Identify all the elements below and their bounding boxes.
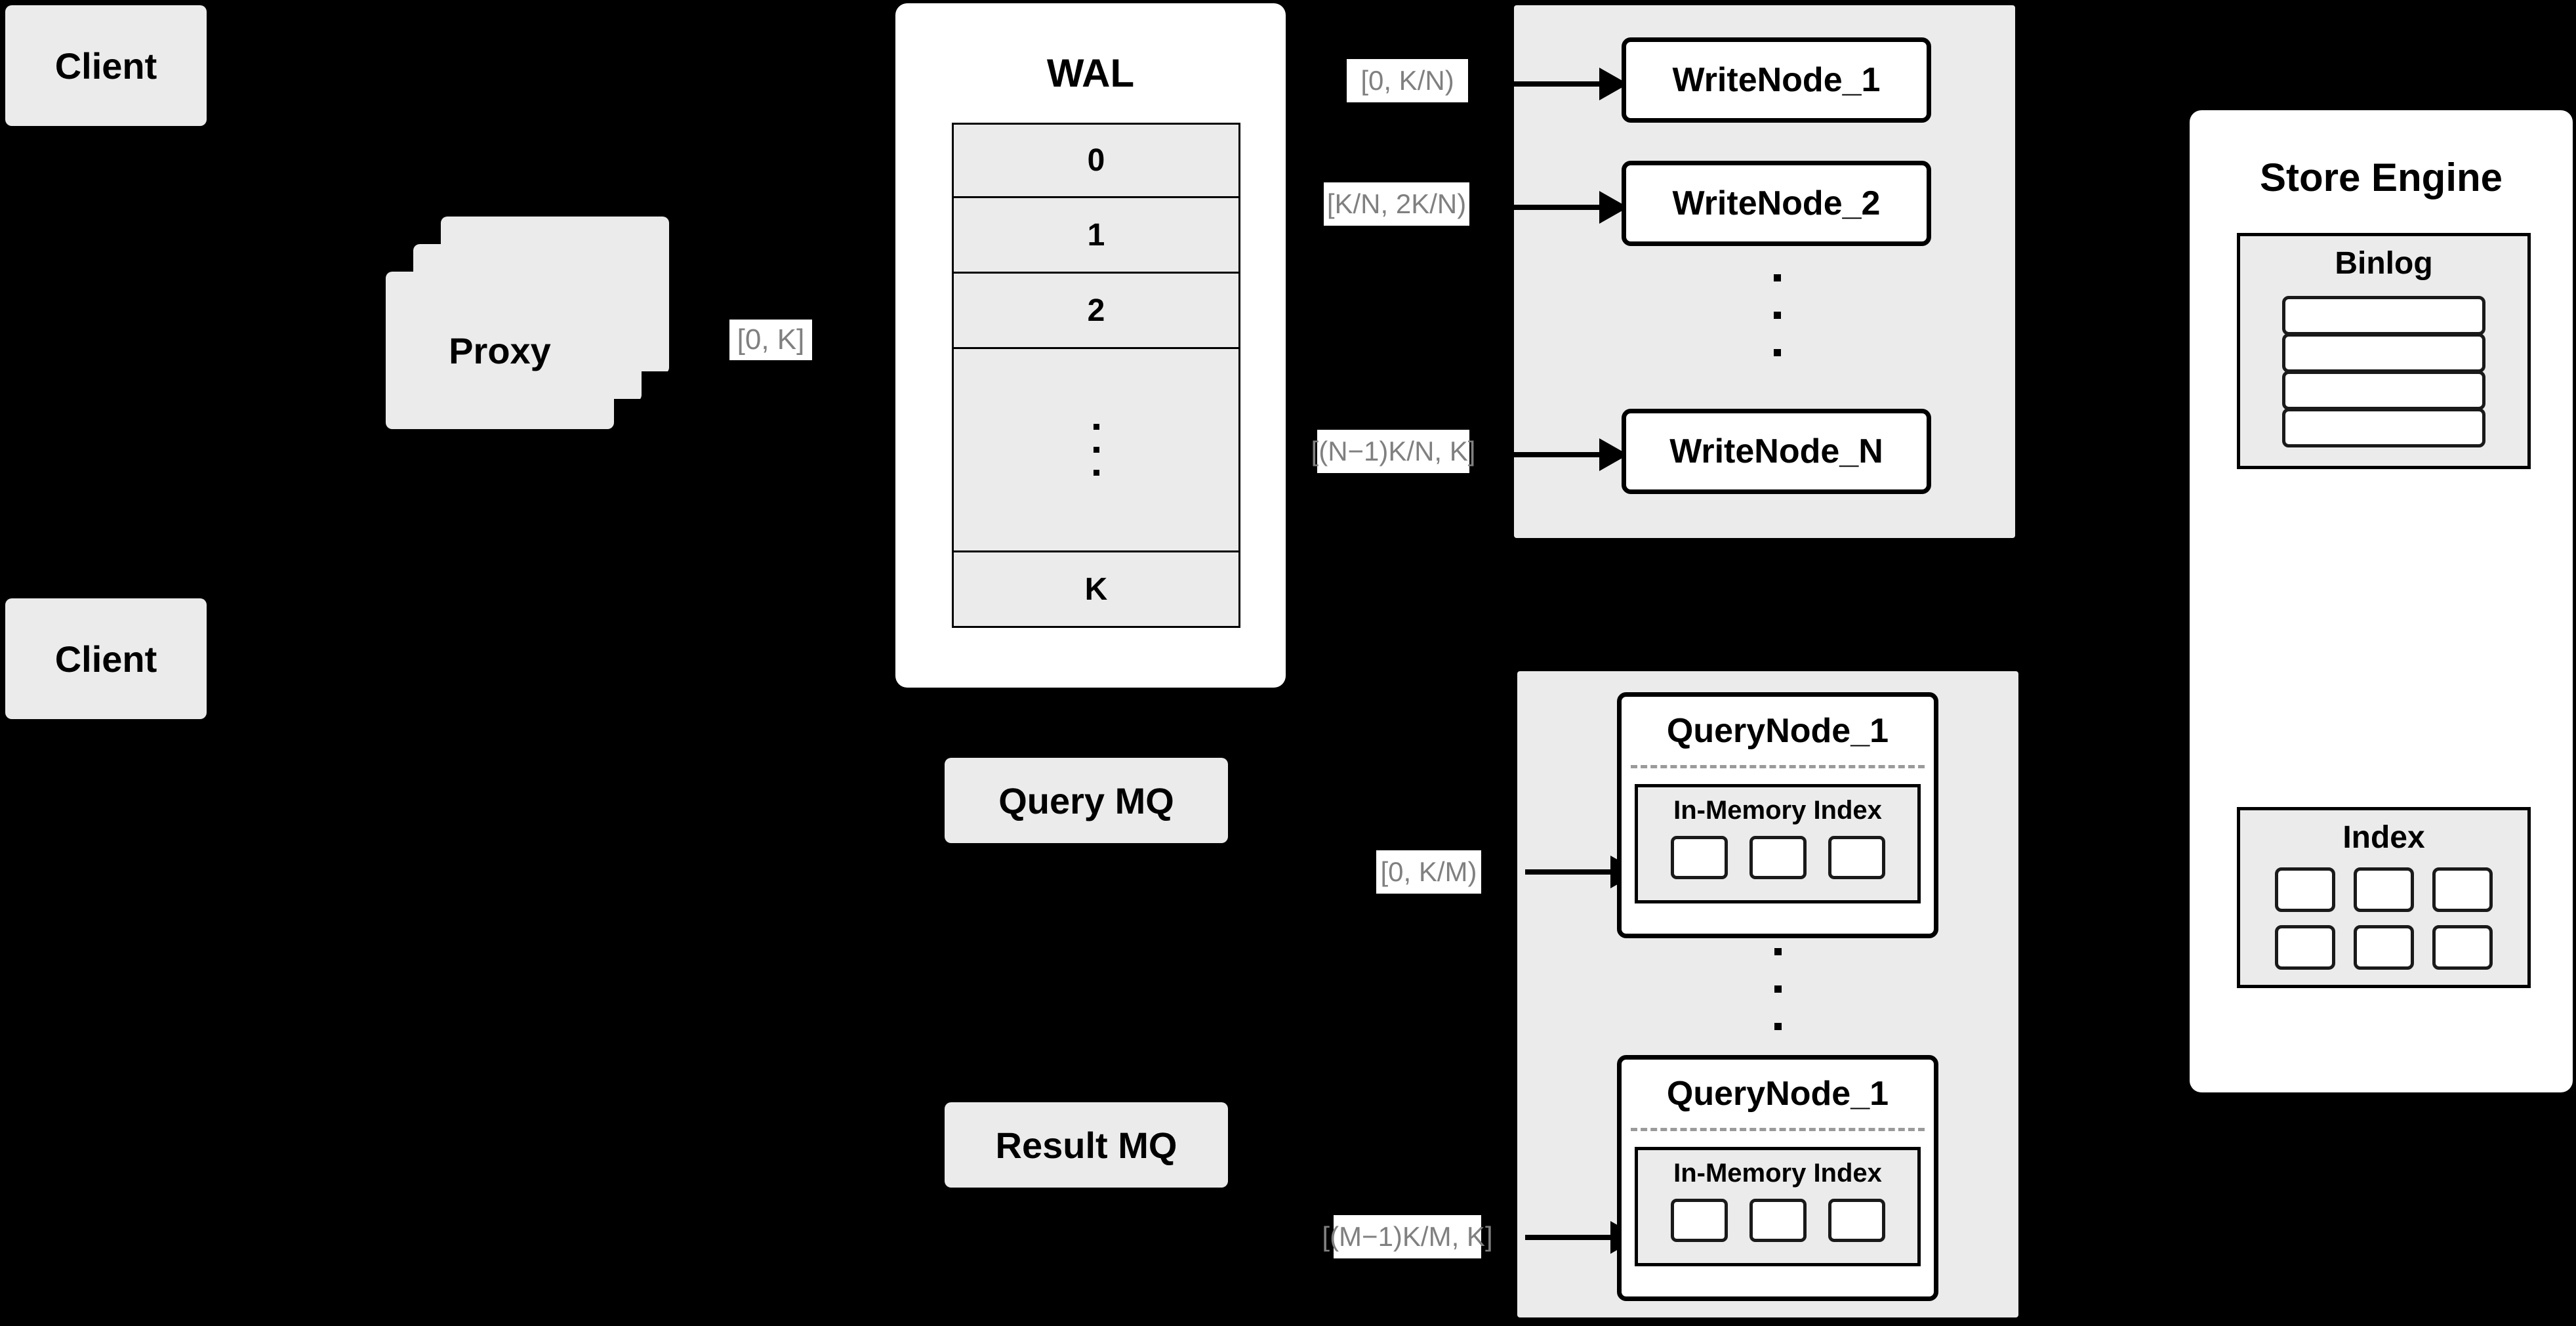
binlog-title: Binlog bbox=[2335, 246, 2433, 281]
store-index-title: Index bbox=[2342, 820, 2425, 855]
wal-cell-0-label: 0 bbox=[1087, 143, 1105, 178]
store-index-slot bbox=[2275, 925, 2335, 970]
proxy-label: Proxy bbox=[449, 329, 551, 371]
query-mq-label: Query MQ bbox=[998, 779, 1174, 821]
arrow-to-query-node-m bbox=[1525, 1235, 1617, 1240]
client-box-1: Client bbox=[5, 5, 207, 126]
query-node-1-box: QueryNode_1 In-Memory Index bbox=[1617, 692, 1938, 938]
client-label-2: Client bbox=[54, 638, 157, 680]
wal-cell-k: K bbox=[952, 552, 1240, 628]
write-cluster-ellipsis-icon bbox=[1772, 274, 1782, 356]
client-label-1: Client bbox=[54, 45, 157, 87]
query-node-m-label: QueryNode_1 bbox=[1666, 1075, 1889, 1113]
query-node-m-range-label: [(M−1)K/M, K] bbox=[1322, 1215, 1493, 1258]
wal-vertical-ellipsis-icon bbox=[1093, 424, 1099, 476]
index-slot bbox=[1749, 836, 1807, 879]
wal-cell-k-label: K bbox=[1084, 571, 1108, 607]
query-node-m-box: QueryNode_1 In-Memory Index bbox=[1617, 1055, 1938, 1301]
binlog-box: Binlog bbox=[2237, 233, 2531, 469]
store-index-slot bbox=[2275, 867, 2335, 912]
result-mq-box: Result MQ bbox=[945, 1102, 1228, 1188]
query-node-1-range-label: [0, K/M) bbox=[1376, 850, 1481, 894]
write-node-n-range-label: [(N−1)K/N, K] bbox=[1311, 430, 1475, 473]
query-node-m-inmemory-index: In-Memory Index bbox=[1635, 1147, 1921, 1266]
wal-cell-1: 1 bbox=[952, 198, 1240, 274]
store-engine-title: Store Engine bbox=[2259, 155, 2503, 199]
store-index-box: Index bbox=[2237, 807, 2531, 988]
write-node-n-label: WriteNode_N bbox=[1669, 432, 1883, 470]
binlog-bar bbox=[2282, 371, 2485, 410]
wal-cell-2-label: 2 bbox=[1087, 293, 1105, 328]
arrow-to-binlog-line bbox=[2165, 384, 2209, 388]
wal-cell-0: 0 bbox=[952, 123, 1240, 198]
query-node-1-label: QueryNode_1 bbox=[1666, 712, 1889, 750]
client-box-2: Client bbox=[5, 598, 207, 719]
query-node-m-range-text: [(M−1)K/M, K] bbox=[1322, 1221, 1493, 1252]
wal-cell-2: 2 bbox=[952, 274, 1240, 349]
write-node-2-box: WriteNode_2 bbox=[1622, 161, 1931, 246]
index-slot bbox=[1670, 1199, 1728, 1242]
write-node-1-range-label: [0, K/N) bbox=[1347, 59, 1468, 102]
proxy-range-label: [0, K] bbox=[729, 320, 812, 360]
proxy-range-text: [0, K] bbox=[737, 323, 805, 356]
store-index-slot bbox=[2432, 867, 2493, 912]
write-node-2-range-text: [K/N, 2K/N) bbox=[1326, 188, 1467, 219]
arrow-to-write-node-1 bbox=[1514, 81, 1606, 87]
query-cluster-ellipsis-icon bbox=[1773, 948, 1782, 1030]
store-index-slot bbox=[2354, 925, 2414, 970]
query-node-1-range-text: [0, K/M) bbox=[1380, 856, 1477, 887]
binlog-bar bbox=[2282, 333, 2485, 373]
query-node-m-index-title: In-Memory Index bbox=[1673, 1159, 1882, 1188]
write-node-1-range-text: [0, K/N) bbox=[1360, 65, 1454, 96]
store-index-slot bbox=[2354, 867, 2414, 912]
write-node-n-range-text: [(N−1)K/N, K] bbox=[1311, 436, 1476, 466]
write-node-1-box: WriteNode_1 bbox=[1622, 37, 1931, 123]
query-node-1-divider bbox=[1631, 765, 1925, 768]
wal-cell-ellipsis bbox=[952, 349, 1240, 552]
store-engine-container: Store Engine Binlog Index bbox=[2190, 110, 2573, 1092]
query-node-m-divider bbox=[1631, 1128, 1925, 1131]
store-index-slot bbox=[2432, 925, 2493, 970]
index-slot bbox=[1828, 836, 1885, 879]
binlog-bar bbox=[2282, 296, 2485, 335]
query-node-1-inmemory-index: In-Memory Index bbox=[1635, 784, 1921, 903]
query-mq-box: Query MQ bbox=[945, 758, 1228, 843]
wal-title: WAL bbox=[1046, 51, 1135, 95]
arrow-to-write-node-n bbox=[1514, 452, 1606, 457]
result-mq-label: Result MQ bbox=[995, 1124, 1177, 1166]
index-slot bbox=[1828, 1199, 1885, 1242]
query-node-1-index-title: In-Memory Index bbox=[1673, 796, 1882, 825]
write-node-1-label: WriteNode_1 bbox=[1672, 61, 1881, 99]
write-node-2-label: WriteNode_2 bbox=[1672, 184, 1881, 222]
write-node-2-range-label: [K/N, 2K/N) bbox=[1324, 182, 1469, 226]
index-slot bbox=[1749, 1199, 1807, 1242]
binlog-bar bbox=[2282, 408, 2485, 447]
index-slot bbox=[1670, 836, 1728, 879]
wal-container: WAL 0 1 2 K bbox=[895, 3, 1286, 688]
arrow-to-write-node-2 bbox=[1514, 205, 1606, 210]
arrow-to-index-line bbox=[2165, 942, 2209, 946]
proxy-box: Proxy bbox=[386, 272, 614, 429]
wal-cell-1-label: 1 bbox=[1087, 217, 1105, 253]
write-node-n-box: WriteNode_N bbox=[1622, 409, 1931, 494]
arrow-to-query-node-1 bbox=[1525, 869, 1617, 875]
